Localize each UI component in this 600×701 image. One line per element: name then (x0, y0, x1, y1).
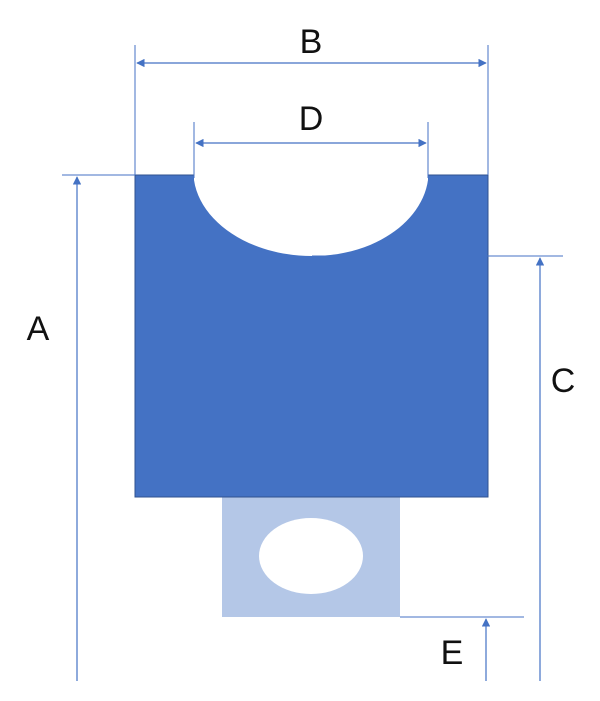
tab-hole (259, 518, 363, 594)
label-a: A (27, 310, 50, 348)
label-d: D (299, 100, 324, 138)
label-c: C (551, 362, 576, 400)
label-e: E (441, 634, 464, 672)
top-cutout (194, 173, 428, 256)
label-b: B (300, 23, 323, 61)
